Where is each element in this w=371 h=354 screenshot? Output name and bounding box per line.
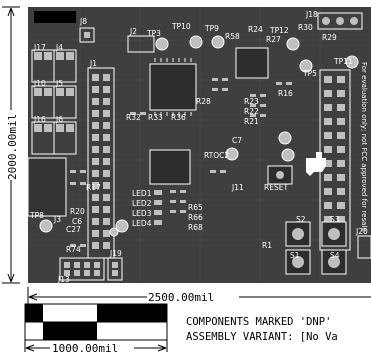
- label-r21: R21: [244, 117, 259, 126]
- label-j5: J5: [55, 79, 63, 88]
- header-left-columns: [34, 52, 74, 132]
- label-r58: R58: [225, 32, 240, 41]
- label-rtoc2: RTOC2: [204, 151, 229, 160]
- dimension-height-label: 2000.00mil: [6, 114, 19, 180]
- connector-j8: [79, 27, 95, 43]
- label-j1: J1: [89, 59, 97, 68]
- label-r17: R17: [86, 183, 101, 192]
- label-c27: C27: [66, 225, 81, 234]
- header-left-frames: [31, 49, 77, 155]
- assembly-note-line1: COMPONENTS MARKED 'DNP': [186, 316, 332, 328]
- label-r66: R66: [188, 213, 203, 222]
- label-j11: J11: [231, 183, 244, 192]
- dimension-width-label-bg: [147, 290, 239, 304]
- connector-j18: [317, 12, 363, 30]
- label-c7: C7: [232, 136, 242, 145]
- label-r29: R29: [322, 33, 337, 42]
- label-tp8: TP8: [29, 211, 44, 220]
- label-tp12: TP12: [269, 26, 289, 35]
- assembly-note-line2: ASSEMBLY VARIANT: [No Va: [186, 331, 338, 343]
- label-j17: J17: [33, 43, 46, 52]
- label-led4: LED4: [132, 219, 152, 228]
- label-reset: RESET: [264, 183, 288, 192]
- label-led2: LED2: [132, 199, 152, 208]
- board-outline: [28, 7, 371, 283]
- connector-j1: [87, 67, 115, 259]
- label-r24: R24: [248, 25, 263, 34]
- label-r32: R32: [126, 113, 141, 122]
- label-tp11: TP11: [333, 57, 353, 66]
- label-j20: J20: [355, 227, 368, 236]
- label-tp3: TP3: [146, 29, 161, 38]
- label-r68: R68: [188, 223, 203, 232]
- label-s4: S4: [330, 251, 340, 260]
- label-j10: J10: [33, 79, 46, 88]
- dimension-scale-label: 1000.00mil: [52, 342, 118, 354]
- main-ic: [149, 58, 197, 116]
- bottom-headers: [59, 257, 123, 281]
- silkscreen-labels: J8 J2 TP3 TP10 TP9 R58 R24 TP12 R30 J18 …: [29, 10, 368, 284]
- label-j19: J19: [109, 249, 122, 258]
- label-j16: J16: [33, 115, 46, 124]
- label-s1: S1: [290, 251, 300, 260]
- connector-j8-pad: [84, 32, 90, 38]
- label-r16: R16: [278, 89, 293, 98]
- connector-j2: [127, 35, 155, 53]
- scale-bar: [24, 303, 168, 341]
- label-j13: J13: [57, 275, 70, 284]
- label-r20: R20: [70, 207, 85, 216]
- label-r33: R33: [148, 113, 163, 122]
- label-s2: S2: [296, 215, 306, 224]
- dimension-height-label-bg: [4, 110, 18, 180]
- label-r74: R74: [66, 245, 81, 254]
- label-r65: R65: [188, 203, 203, 212]
- label-r36: R36: [171, 113, 186, 122]
- dimension-width-label: 2500.00mil: [148, 291, 214, 304]
- label-r23: R23: [244, 97, 259, 106]
- side-note-text: For evaluation only; not FCC approved fo…: [360, 62, 368, 232]
- push-button-centers: [276, 171, 340, 268]
- label-tp9: TP9: [204, 24, 219, 33]
- logo-block: [34, 11, 76, 23]
- label-j2: J2: [129, 27, 137, 36]
- label-r27: R27: [266, 35, 281, 44]
- label-j18: J18: [305, 10, 318, 19]
- test-points: [39, 35, 359, 237]
- label-j8: J8: [79, 17, 87, 26]
- dimension-scale-label-bg: [50, 341, 134, 354]
- label-s3: S3: [330, 215, 340, 224]
- label-r1: R1: [262, 241, 272, 250]
- label-j6: J6: [55, 115, 63, 124]
- label-led3: LED3: [132, 209, 152, 218]
- label-led1: LED1: [132, 189, 152, 198]
- label-j4: J4: [55, 43, 63, 52]
- module-lower-left: [27, 157, 67, 217]
- ti-logo-icon: [306, 152, 326, 176]
- passives: [70, 78, 292, 247]
- connector-j20: [357, 235, 371, 259]
- label-r30: R30: [298, 23, 313, 32]
- connector-right: [319, 69, 351, 251]
- ic-secondary: [235, 47, 269, 79]
- label-tp10: TP10: [171, 22, 191, 31]
- label-tp5: TP5: [302, 69, 317, 78]
- ic-third: [149, 149, 191, 185]
- label-r28: R28: [196, 97, 211, 106]
- led-column: [154, 190, 162, 225]
- label-j3: J3: [53, 215, 61, 224]
- label-c6: C6: [72, 217, 82, 226]
- label-r22: R22: [244, 107, 259, 116]
